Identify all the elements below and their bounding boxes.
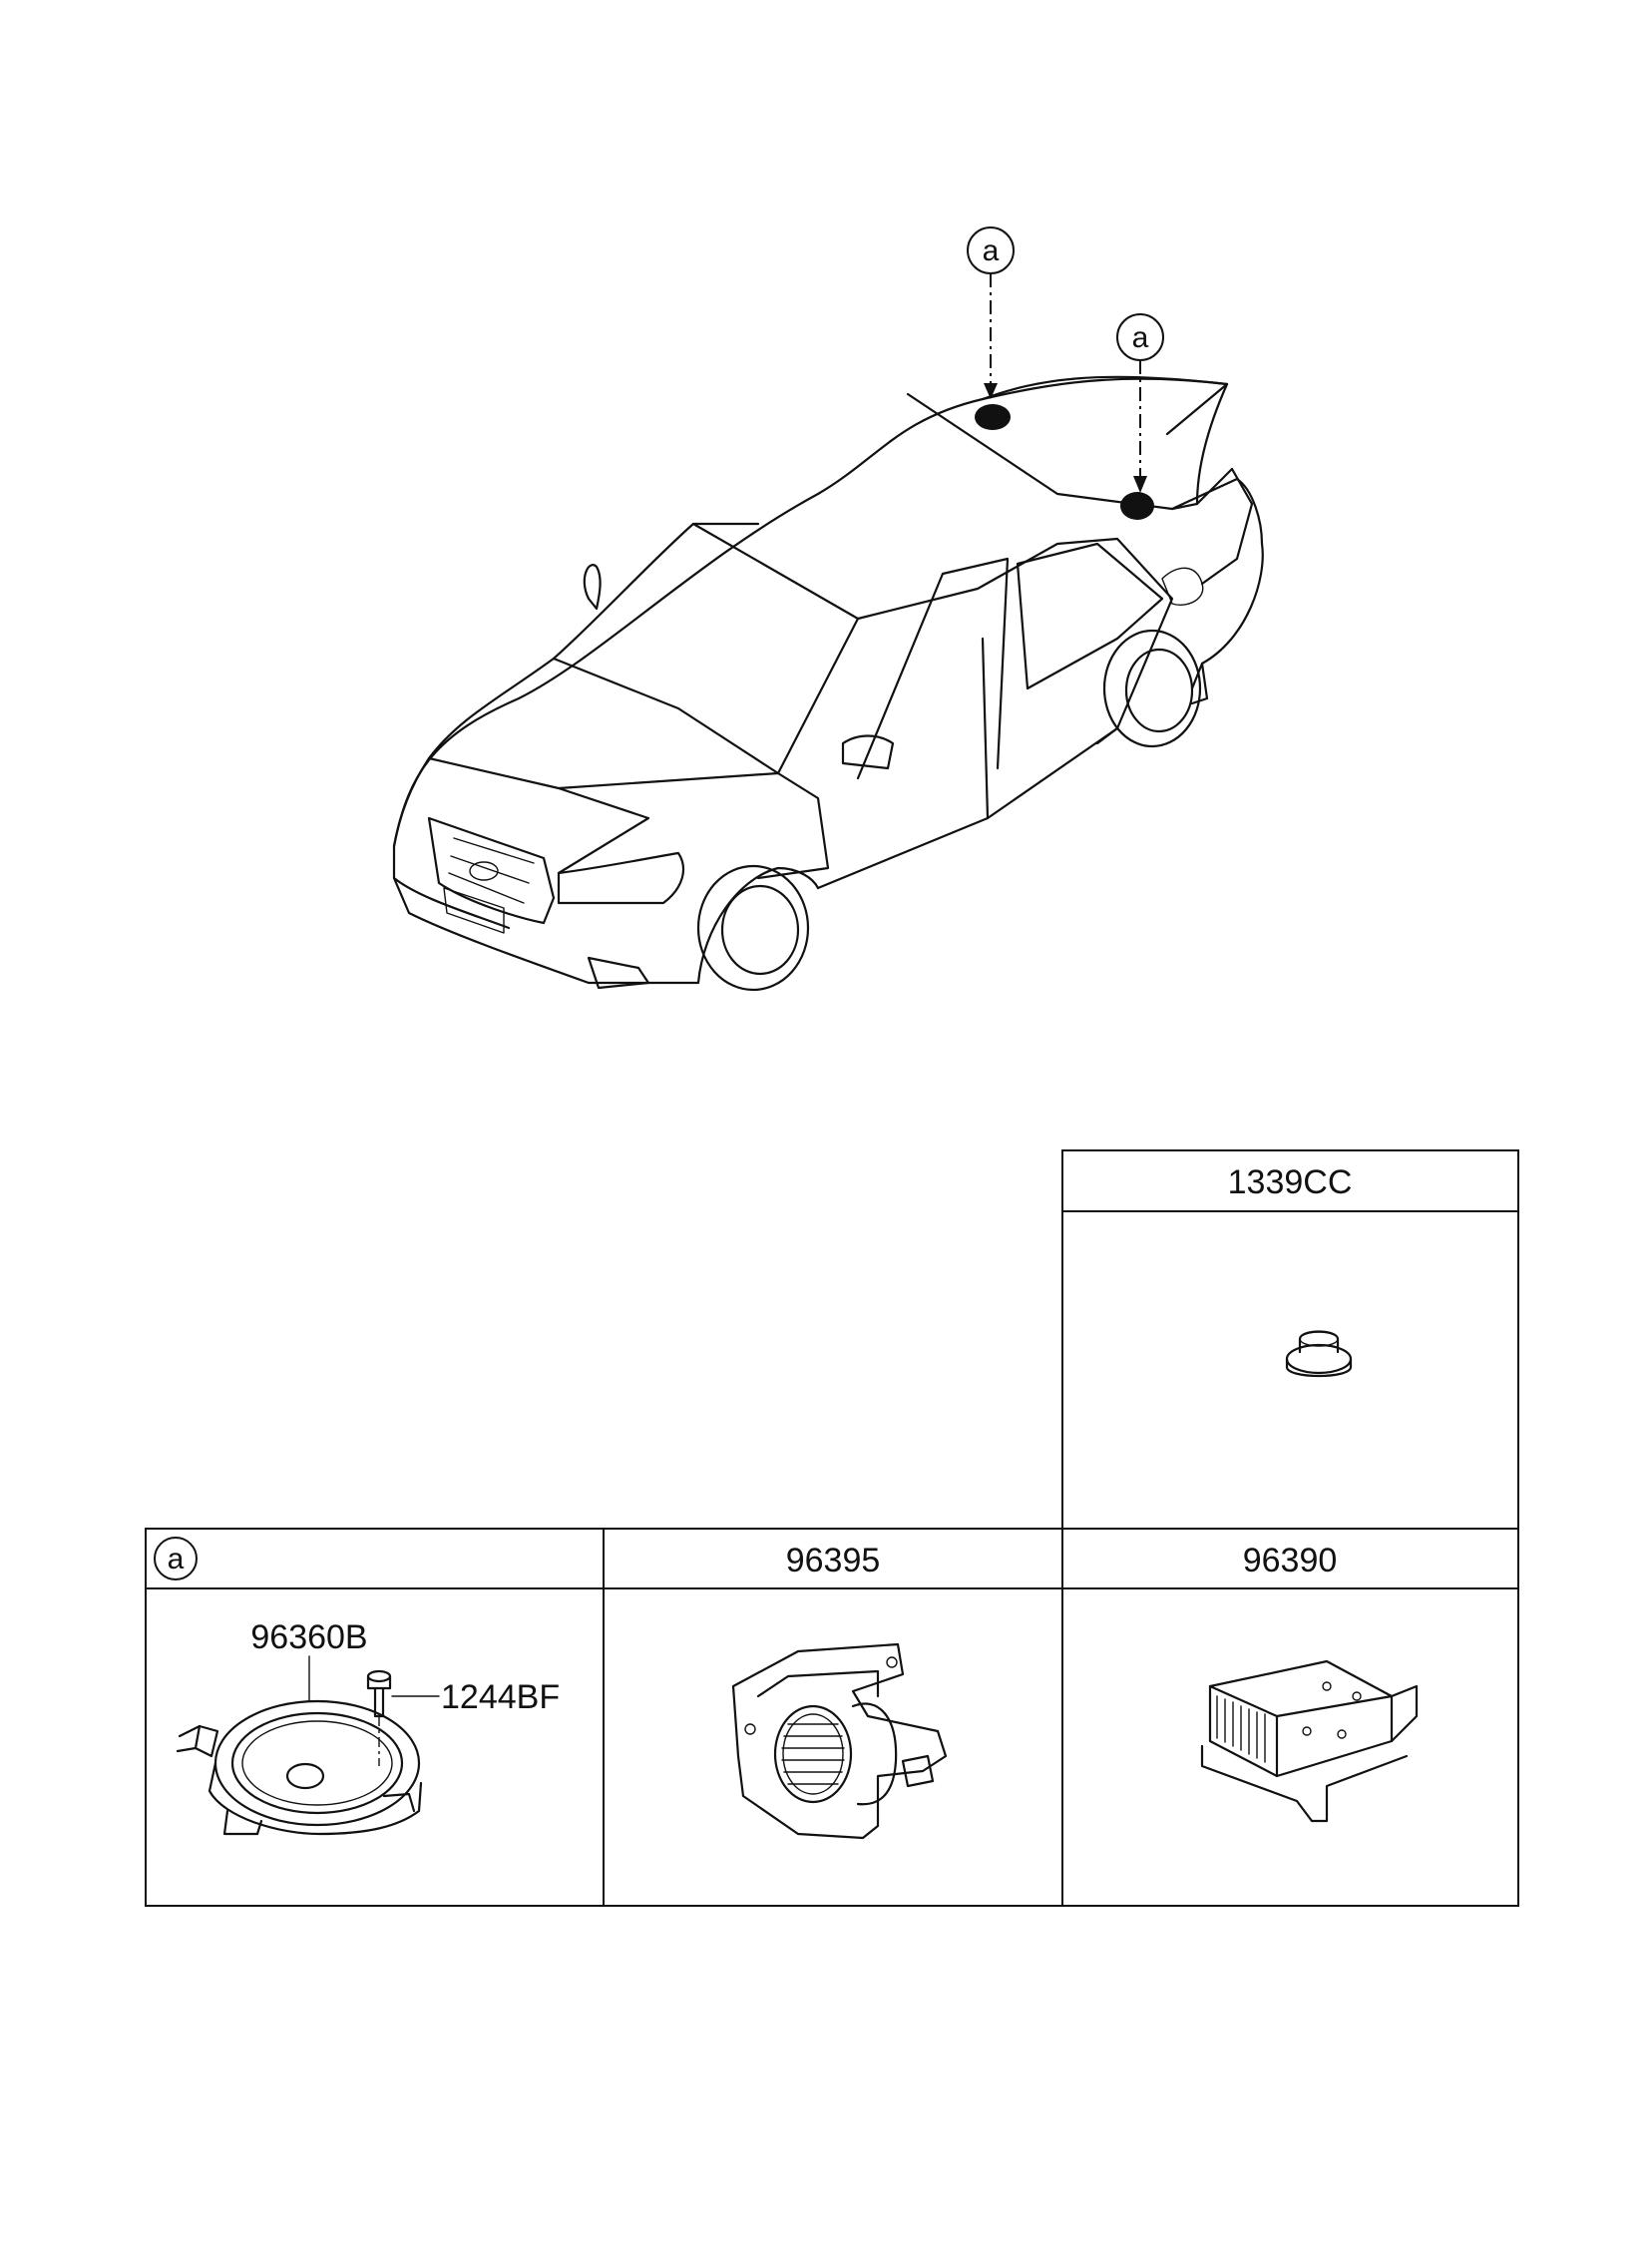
bolt-label: 1244BF [441, 1678, 560, 1716]
callout-a-front: a [967, 226, 1015, 399]
parts-table: a 96395 96390 96360B 1244BF [145, 1528, 1519, 1907]
nut-icon [1285, 1330, 1353, 1378]
fastener-table: 1339CC [1061, 1149, 1519, 1530]
col1-header: a [168, 1543, 185, 1576]
car-illustration [392, 375, 1264, 992]
control-module-icon [1200, 1659, 1419, 1823]
speaker-icon [176, 1699, 423, 1836]
fastener-header: 1339CC [1228, 1163, 1353, 1201]
col1-header-circle [154, 1537, 198, 1580]
col2-header: 96395 [786, 1542, 881, 1579]
speaker-label: 96360B [250, 1618, 367, 1656]
bolt-icon [366, 1669, 392, 1766]
amplifier-bracket-icon [731, 1642, 948, 1840]
callout-label: a [1132, 321, 1149, 354]
callout-label: a [983, 234, 1000, 267]
col3-header: 96390 [1243, 1542, 1338, 1579]
callout-a-rear: a [1116, 313, 1164, 493]
